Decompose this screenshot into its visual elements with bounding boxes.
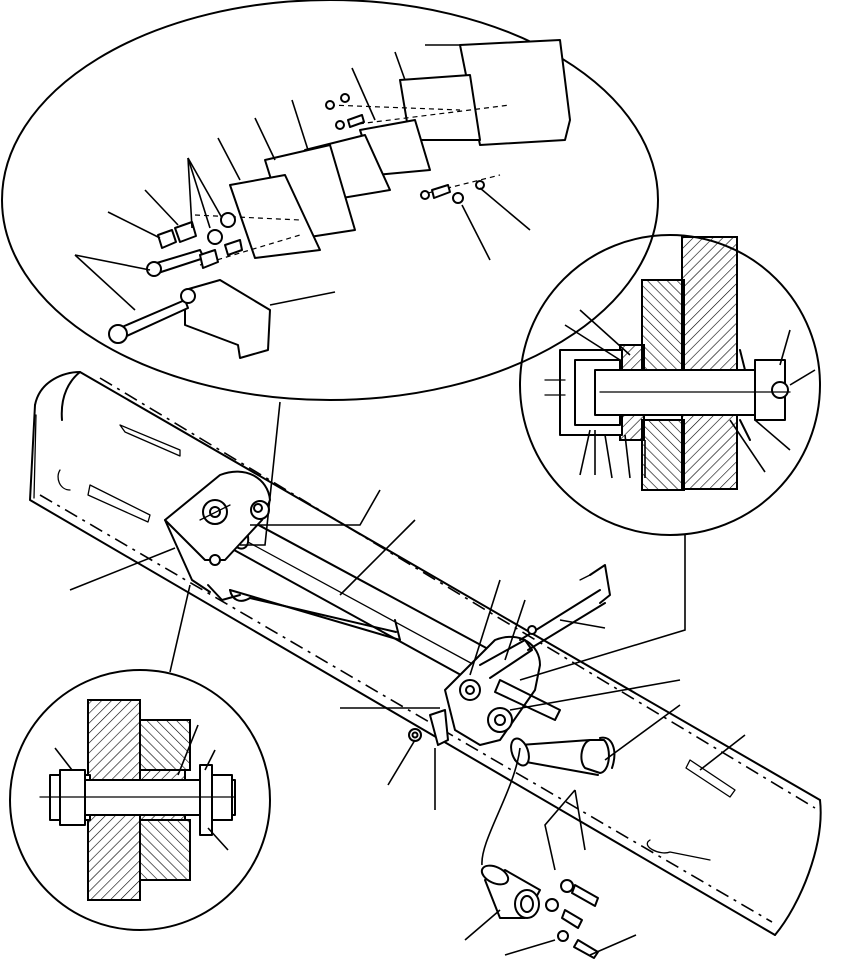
detail-circle-right	[519, 234, 821, 681]
bushing-and-bolts	[480, 864, 599, 959]
detail-circle-left	[9, 584, 271, 931]
clamp-roller	[408, 709, 616, 774]
exploded-view-oval	[1, 0, 659, 546]
right-mount-bracket	[444, 564, 611, 776]
leader-lines-main	[69, 489, 746, 956]
blade-body	[29, 371, 822, 936]
tilt-cylinder-upper	[222, 514, 491, 681]
left-mount-bracket	[164, 470, 271, 601]
